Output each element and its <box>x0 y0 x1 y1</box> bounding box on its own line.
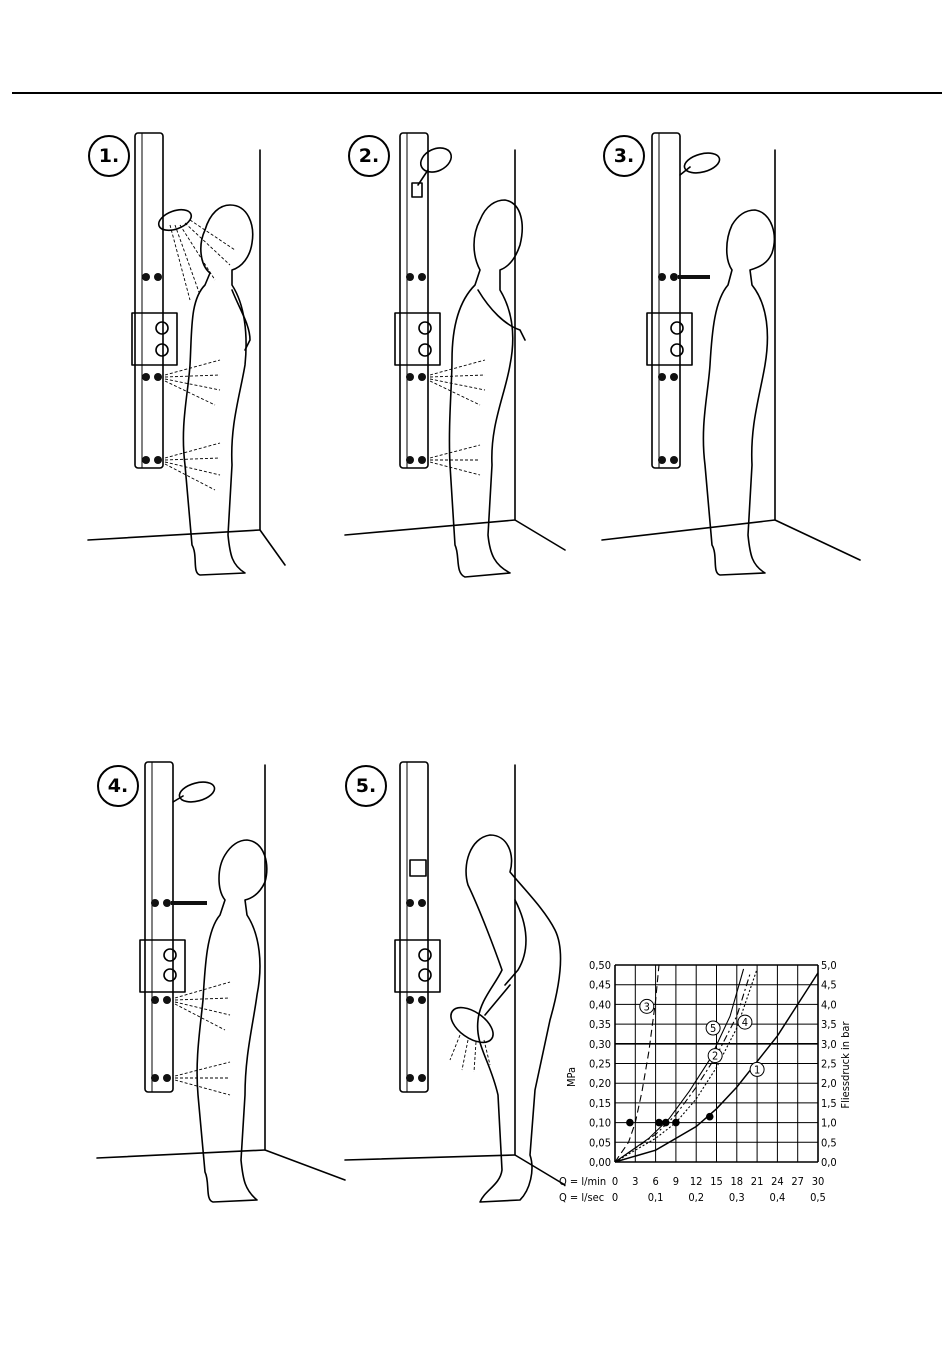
ytick-mpa-0: 0,00 <box>589 1156 611 1169</box>
series-label-1: 1 <box>754 1063 760 1076</box>
x-axis-label-lsec: Q = l/sec <box>559 1191 604 1204</box>
ytick-mpa-4: 0,20 <box>589 1077 611 1090</box>
ytick-bar-4: 2,0 <box>821 1077 837 1090</box>
ytick-mpa-2: 0,10 <box>589 1117 611 1130</box>
ytick-mpa-6: 0,30 <box>589 1038 611 1051</box>
illustration-step-4: 4. <box>95 760 360 1220</box>
xtick-lsec-4: 0,4 <box>770 1191 786 1204</box>
series-label-4: 4 <box>742 1016 748 1029</box>
step-5-drawing <box>350 760 580 1220</box>
xtick-lsec-5: 0,5 <box>810 1191 826 1204</box>
xtick-lmin-5: 15 <box>710 1175 723 1188</box>
ytick-mpa-10: 0,50 <box>589 959 611 972</box>
ytick-mpa-9: 0,45 <box>589 979 611 992</box>
ytick-bar-3: 1,5 <box>821 1097 837 1110</box>
ytick-bar-5: 2,5 <box>821 1058 837 1071</box>
xtick-lmin-4: 12 <box>690 1175 703 1188</box>
xtick-lsec-0: 0 <box>612 1191 618 1204</box>
ytick-mpa-3: 0,15 <box>589 1097 611 1110</box>
illustration-step-1: 1. <box>80 125 300 595</box>
chart-markers <box>626 1113 713 1127</box>
ytick-bar-7: 3,5 <box>821 1018 837 1031</box>
ytick-bar-2: 1,0 <box>821 1117 837 1130</box>
chart-grid <box>615 965 818 1162</box>
xtick-lsec-2: 0,2 <box>688 1191 704 1204</box>
series-marker-3 <box>626 1119 634 1127</box>
xtick-lsec-1: 0,1 <box>648 1191 664 1204</box>
ytick-bar-6: 3,0 <box>821 1038 837 1051</box>
step-4-drawing <box>95 760 360 1220</box>
header-rule <box>12 92 942 94</box>
illustration-step-5: 5. <box>350 760 580 1220</box>
ytick-bar-1: 0,5 <box>821 1136 837 1149</box>
y-axis-label-mpa: MPa <box>565 1067 578 1087</box>
xtick-lmin-1: 3 <box>632 1175 638 1188</box>
series-marker-4 <box>672 1119 680 1127</box>
y-axis-label-bar: Fliessdruck in bar <box>839 1021 852 1109</box>
xtick-lmin-0: 0 <box>612 1175 618 1188</box>
xtick-lsec-3: 0,3 <box>729 1191 745 1204</box>
ytick-mpa-8: 0,40 <box>589 998 611 1011</box>
chart-series-labels: 1 2 3 4 5 <box>640 999 764 1076</box>
xtick-lmin-6: 18 <box>731 1175 744 1188</box>
series-label-3: 3 <box>644 1000 650 1013</box>
series-marker-5 <box>655 1119 663 1127</box>
ytick-bar-9: 4,5 <box>821 979 837 992</box>
xtick-lmin-7: 21 <box>751 1175 764 1188</box>
ytick-bar-0: 0,0 <box>821 1156 837 1169</box>
ytick-mpa-7: 0,35 <box>589 1018 611 1031</box>
series-line-5 <box>615 969 744 1162</box>
illustration-step-3: 3. <box>600 125 870 595</box>
chart-tick-labels: 0,000,050,100,150,200,250,300,350,400,45… <box>589 959 837 1204</box>
xtick-lmin-3: 9 <box>673 1175 679 1188</box>
ytick-mpa-5: 0,25 <box>589 1058 611 1071</box>
ytick-bar-10: 5,0 <box>821 959 837 972</box>
series-label-5: 5 <box>710 1022 716 1035</box>
xtick-lmin-9: 27 <box>791 1175 804 1188</box>
step-3-drawing <box>600 125 870 595</box>
ytick-bar-8: 4,0 <box>821 998 837 1011</box>
step-1-drawing <box>80 125 300 595</box>
series-marker-1 <box>706 1113 714 1121</box>
illustration-step-2: 2. <box>340 125 580 595</box>
xtick-lmin-10: 30 <box>812 1175 825 1188</box>
series-marker-2 <box>662 1119 670 1127</box>
series-label-2: 2 <box>712 1050 718 1063</box>
ytick-mpa-1: 0,05 <box>589 1136 611 1149</box>
x-axis-label-lmin: Q = l/min <box>559 1175 606 1188</box>
xtick-lmin-8: 24 <box>771 1175 784 1188</box>
xtick-lmin-2: 6 <box>652 1175 658 1188</box>
step-2-drawing <box>340 125 580 595</box>
